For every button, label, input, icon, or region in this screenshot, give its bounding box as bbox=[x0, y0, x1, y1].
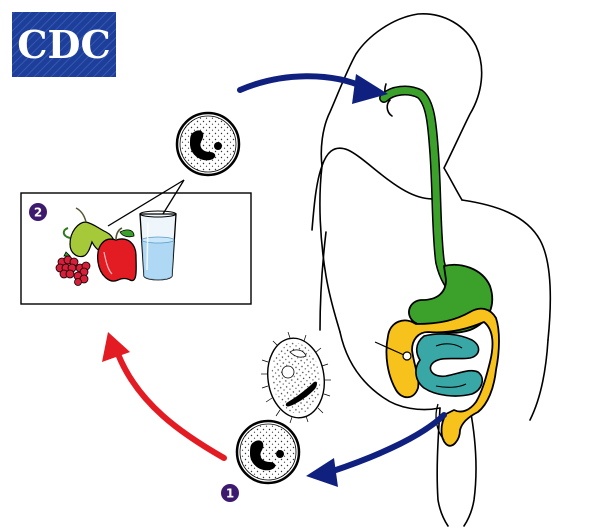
water-glass-icon bbox=[139, 210, 177, 281]
cdc-logo: CDC bbox=[12, 12, 116, 77]
stage-1-number: 1 bbox=[226, 487, 234, 501]
arrow-environment bbox=[115, 351, 227, 461]
cyst-icon bbox=[235, 419, 301, 485]
raspberry-icon bbox=[55, 251, 91, 286]
stage-1-badge: 1 bbox=[221, 484, 239, 502]
cyst-icon bbox=[175, 111, 241, 177]
trophozoite-icon bbox=[261, 331, 331, 424]
small-intestine bbox=[415, 333, 484, 397]
stage-2-badge: 2 bbox=[29, 203, 47, 221]
apple-icon bbox=[97, 227, 137, 282]
arrow-ingestion bbox=[237, 73, 369, 93]
arrow-ingestion-head bbox=[352, 74, 388, 104]
food-water-box: 2 bbox=[20, 179, 252, 305]
stage-2-number: 2 bbox=[34, 206, 42, 220]
intestine-cyst-pointer bbox=[374, 341, 412, 361]
human-body-icon bbox=[311, 13, 552, 527]
arrow-excretion bbox=[327, 412, 447, 475]
arrow-excretion-head bbox=[306, 458, 338, 487]
cdc-logo-text: CDC bbox=[17, 22, 110, 67]
arrow-environment-head bbox=[102, 332, 130, 362]
digestive-tract bbox=[379, 85, 494, 334]
